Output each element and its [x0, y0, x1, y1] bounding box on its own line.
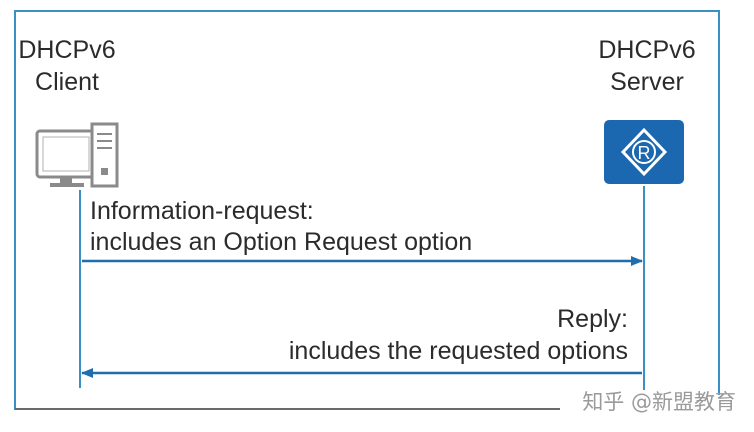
router-r-letter: R: [638, 143, 651, 163]
information-request-title: Information-request:: [90, 197, 314, 225]
router-icon: R: [604, 120, 684, 184]
server-label-line1: DHCPv6: [598, 36, 695, 64]
information-request-message: Information-request: includes an Option …: [82, 197, 643, 266]
router-diamond: [620, 127, 668, 177]
reply-title: Reply:: [557, 305, 628, 333]
reply-detail: includes the requested options: [289, 337, 628, 365]
router-r-circle: [632, 140, 656, 164]
monitor-base: [50, 183, 84, 187]
monitor-stand: [60, 177, 72, 183]
server-label-line2: Server: [610, 68, 684, 96]
monitor-screen: [42, 136, 90, 172]
client-label-line1: DHCPv6: [18, 36, 115, 64]
client-label: DHCPv6 Client: [18, 36, 115, 96]
computer-icon: [35, 122, 119, 188]
information-request-detail: includes an Option Request option: [90, 228, 472, 256]
diagram-frame: [14, 10, 720, 410]
server-label: DHCPv6 Server: [598, 36, 695, 96]
reply-message: Reply: includes the requested options: [81, 305, 642, 378]
router-body: [604, 120, 684, 184]
watermark-text: 知乎 @新盟教育: [582, 390, 736, 414]
client-label-line2: Client: [35, 68, 99, 96]
tower-button: [101, 168, 108, 175]
